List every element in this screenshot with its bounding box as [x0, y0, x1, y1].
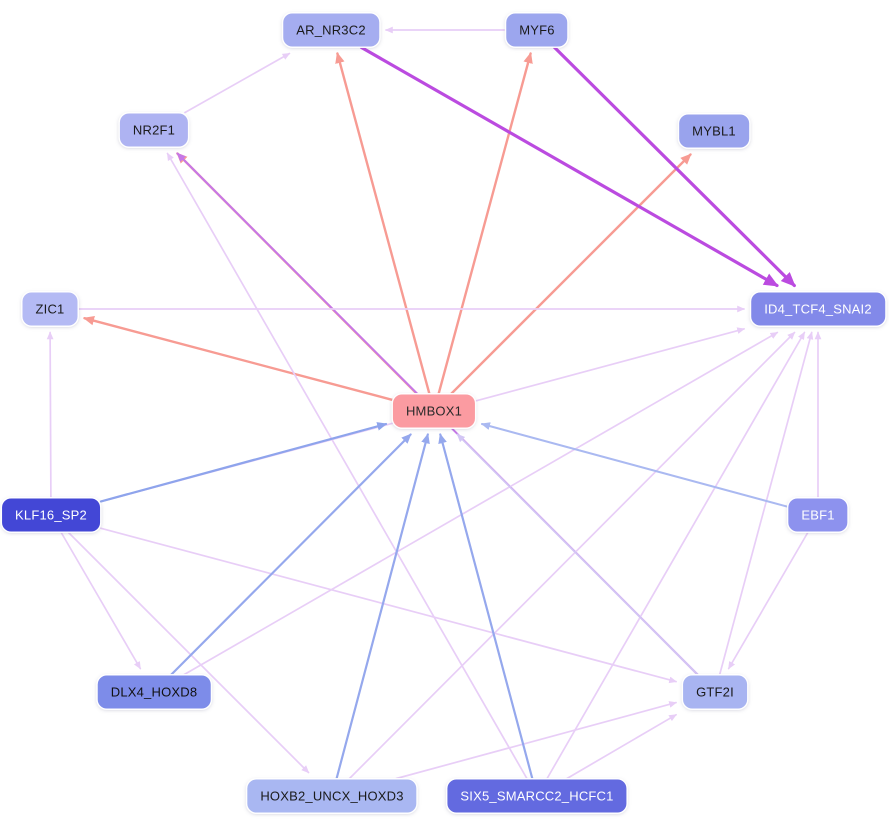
edge-EBF1-to-GTF2I[interactable] [727, 531, 809, 670]
node-SIX5_SMARCC2_HCFC1[interactable]: SIX5_SMARCC2_HCFC1 [447, 779, 627, 813]
node-HMBOX1[interactable]: HMBOX1 [392, 394, 476, 428]
edge-KLF16_SP2-to-GTF2I[interactable] [100, 527, 678, 684]
edge-KLF16_SP2-to-DLX4_HOXD8[interactable] [60, 531, 142, 670]
node-EBF1[interactable]: EBF1 [788, 498, 848, 532]
node-MYF6[interactable]: MYF6 [506, 13, 568, 47]
node-ZIC1[interactable]: ZIC1 [22, 292, 78, 326]
edge-KLF16_SP2-to-ZIC1[interactable] [46, 331, 54, 499]
edge-SIX5_SMARCC2_HCFC1-to-NR2F1[interactable] [166, 152, 528, 780]
edge-HOXB2_UNCX_HOXD3-to-GTF2I[interactable] [395, 701, 678, 780]
edge-AR_NR3C2-to-ID4_TCF4_SNAI2[interactable] [359, 45, 779, 288]
edge-HMBOX1-to-MYF6[interactable] [437, 52, 533, 395]
edge-GTF2I-to-HMBOX1[interactable] [456, 433, 699, 676]
edge-GTF2I-to-ID4_TCF4_SNAI2[interactable] [718, 331, 814, 676]
node-KLF16_SP2[interactable]: KLF16_SP2 [2, 498, 100, 532]
node-DLX4_HOXD8[interactable]: DLX4_HOXD8 [97, 675, 211, 709]
edge-EBF1-to-HMBOX1[interactable] [480, 422, 789, 508]
edge-NR2F1-to-AR_NR3C2[interactable] [184, 52, 291, 114]
edge-HMBOX1-to-ZIC1[interactable] [83, 316, 394, 401]
node-NR2F1[interactable]: NR2F1 [119, 113, 189, 147]
edge-HOXB2_UNCX_HOXD3-to-HMBOX1[interactable] [335, 433, 430, 780]
node-MYBL1[interactable]: MYBL1 [679, 114, 749, 148]
edge-KLF16_SP2-to-HMBOX1[interactable] [99, 422, 388, 503]
edge-HMBOX1-to-AR_NR3C2[interactable] [335, 52, 431, 395]
edge-HOXB2_UNCX_HOXD3-to-ID4_TCF4_SNAI2[interactable] [348, 331, 796, 780]
edge-DLX4_HOXD8-to-ID4_TCF4_SNAI2[interactable] [183, 331, 779, 676]
node-GTF2I[interactable]: GTF2I [683, 675, 747, 709]
edge-SIX5_SMARCC2_HCFC1-to-HMBOX1[interactable] [438, 433, 534, 780]
edge-SIX5_SMARCC2_HCFC1-to-ID4_TCF4_SNAI2[interactable] [546, 331, 806, 780]
edge-MYF6-to-ID4_TCF4_SNAI2[interactable] [552, 45, 796, 288]
node-ID4_TCF4_SNAI2[interactable]: ID4_TCF4_SNAI2 [751, 292, 885, 326]
node-AR_NR3C2[interactable]: AR_NR3C2 [283, 13, 379, 47]
edge-DLX4_HOXD8-to-HMBOX1[interactable] [170, 433, 412, 676]
edge-KLF16_SP2-to-HOXB2_UNCX_HOXD3[interactable] [67, 531, 310, 774]
node-HOXB2_UNCX_HOXD3[interactable]: HOXB2_UNCX_HOXD3 [247, 779, 417, 813]
edge-SIX5_SMARCC2_HCFC1-to-GTF2I[interactable] [566, 713, 677, 780]
edge-HMBOX1-to-MYBL1[interactable] [450, 153, 692, 395]
